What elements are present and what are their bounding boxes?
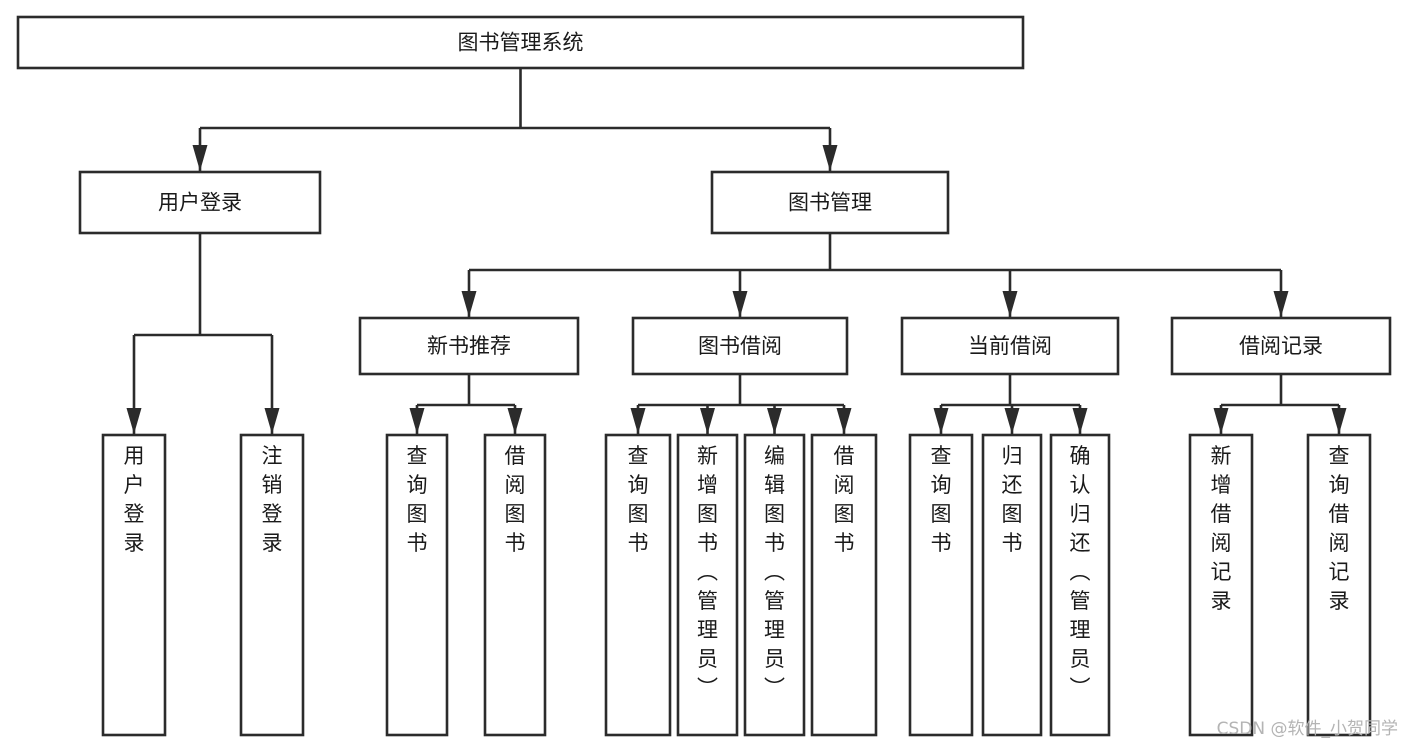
leaf-node-6[interactable]: 编辑图书︵管理员︶: [743, 433, 806, 737]
node-box[interactable]: [908, 433, 974, 737]
arrow-head-icon: [933, 408, 949, 434]
node-label: 当前借阅: [968, 334, 1052, 358]
node-box[interactable]: [1049, 433, 1111, 737]
arrow-head-icon: [1213, 408, 1229, 434]
node-box[interactable]: [900, 316, 1120, 376]
arrow-head-icon: [836, 408, 852, 434]
node-label: 图书管理系统: [458, 31, 584, 55]
arrow-head-icon: [1331, 408, 1347, 434]
node-label: 注销登录: [262, 444, 283, 555]
node-label: 新书推荐: [427, 334, 511, 358]
root-node[interactable]: 图书管理系统: [16, 15, 1025, 70]
node-box[interactable]: [385, 433, 449, 737]
arrow-head-icon: [192, 145, 208, 171]
node-label: 查询借阅记录: [1329, 444, 1350, 613]
arrow-head-icon: [1002, 291, 1018, 317]
arrow-head-icon: [126, 408, 142, 434]
arrow-head-icon: [1072, 408, 1088, 434]
node-box[interactable]: [981, 433, 1043, 737]
node-box[interactable]: [631, 316, 849, 376]
node-label: 用户登录: [124, 444, 145, 555]
node-box[interactable]: [1170, 316, 1392, 376]
node-box[interactable]: [101, 433, 167, 737]
leaf-node-8[interactable]: 查询图书: [908, 433, 974, 737]
node-box[interactable]: [239, 433, 305, 737]
level2-node-1[interactable]: 图书管理: [710, 170, 950, 235]
node-box[interactable]: [810, 433, 878, 737]
node-label: 归还图书: [1002, 444, 1023, 555]
leaf-node-5[interactable]: 新增图书︵管理员︶: [676, 433, 739, 737]
leaf-node-10[interactable]: 确认归还︵管理员︶: [1049, 433, 1111, 737]
level3-node-1[interactable]: 图书借阅: [631, 316, 849, 376]
node-box[interactable]: [1188, 433, 1254, 737]
leaf-node-9[interactable]: 归还图书: [981, 433, 1043, 737]
csdn-watermark: CSDN @软件_小贺同学: [1217, 719, 1398, 739]
node-label: 图书管理: [788, 191, 872, 215]
level3-node-2[interactable]: 当前借阅: [900, 316, 1120, 376]
arrow-head-icon: [461, 291, 477, 317]
node-box[interactable]: [743, 433, 806, 737]
node-box[interactable]: [676, 433, 739, 737]
arrow-head-icon: [822, 145, 838, 171]
node-label: 借阅图书: [505, 444, 526, 555]
arrow-head-icon: [767, 408, 782, 434]
node-box[interactable]: [358, 316, 580, 376]
level3-node-3[interactable]: 借阅记录: [1170, 316, 1392, 376]
connectors-layer: [126, 68, 1347, 434]
node-box[interactable]: [710, 170, 950, 235]
arrow-head-icon: [1004, 408, 1020, 434]
level2-node-0[interactable]: 用户登录: [78, 170, 322, 235]
node-label: 借阅记录: [1239, 334, 1323, 358]
leaf-node-2[interactable]: 查询图书: [385, 433, 449, 737]
node-box[interactable]: [483, 433, 547, 737]
node-label: 用户登录: [158, 191, 242, 215]
arrow-head-icon: [1273, 291, 1289, 317]
leaf-node-11[interactable]: 新增借阅记录: [1188, 433, 1254, 737]
arrow-head-icon: [700, 408, 715, 434]
arrow-head-icon: [630, 408, 646, 434]
node-box[interactable]: [604, 433, 672, 737]
arrow-head-icon: [409, 408, 425, 434]
leaf-node-12[interactable]: 查询借阅记录: [1306, 433, 1372, 737]
leaf-node-7[interactable]: 借阅图书: [810, 433, 878, 737]
node-label: 新增借阅记录: [1211, 444, 1232, 613]
node-label: 借阅图书: [834, 444, 855, 555]
arrow-head-icon: [732, 291, 748, 317]
node-box[interactable]: [16, 15, 1025, 70]
arrow-head-icon: [264, 408, 280, 434]
node-label: 查询图书: [628, 444, 649, 555]
node-label: 确认归还︵管理员︶: [1070, 444, 1091, 700]
node-label: 查询图书: [931, 444, 952, 555]
node-box[interactable]: [1306, 433, 1372, 737]
leaf-node-4[interactable]: 查询图书: [604, 433, 672, 737]
node-label: 图书借阅: [698, 334, 782, 358]
leaf-node-0[interactable]: 用户登录: [101, 433, 167, 737]
arrow-head-icon: [507, 408, 523, 434]
leaf-node-1[interactable]: 注销登录: [239, 433, 305, 737]
leaf-node-3[interactable]: 借阅图书: [483, 433, 547, 737]
nodes-layer: 图书管理系统用户登录图书管理新书推荐图书借阅当前借阅借阅记录用户登录注销登录查询…: [16, 15, 1392, 737]
level3-node-0[interactable]: 新书推荐: [358, 316, 580, 376]
node-label: 查询图书: [407, 444, 428, 555]
node-box[interactable]: [78, 170, 322, 235]
node-label: 新增图书︵管理员︶: [697, 444, 718, 700]
node-label: 编辑图书︵管理员︶: [764, 444, 785, 700]
